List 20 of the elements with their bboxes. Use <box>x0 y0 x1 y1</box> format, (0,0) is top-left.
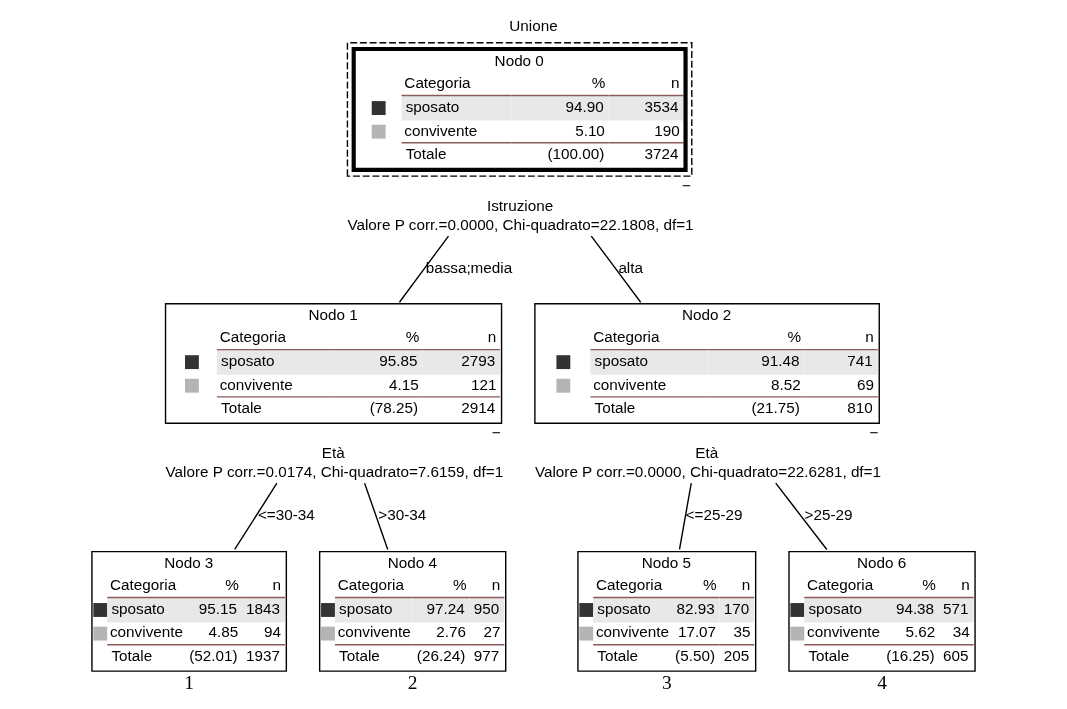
edge-label: alta <box>618 258 644 276</box>
node-label: Valore P corr.=0.0000, Chi-quadrato=22.6281, df=1 <box>534 463 882 481</box>
node-label: Istruzione <box>486 196 554 214</box>
diagram-title: Unione <box>509 17 558 35</box>
node-label: − <box>682 177 691 195</box>
edge-label: <=30-34 <box>257 506 315 524</box>
node-label: 2 <box>407 672 418 694</box>
node-label: 4 <box>877 672 887 694</box>
edge-label: >25-29 <box>804 506 853 524</box>
node-label: Valore P corr.=0.0000, Chi-quadrato=22.1808, df=1 <box>347 215 694 233</box>
edge-label: >30-34 <box>378 506 427 524</box>
node-label: Età <box>321 443 345 461</box>
node-label: 3 <box>661 672 672 694</box>
edge-label: bassa;media <box>425 258 513 276</box>
edge-label: <=25-29 <box>685 506 743 524</box>
node-label: − <box>491 424 501 442</box>
node-label: Età <box>695 443 719 461</box>
node-label: Valore P corr.=0.0174, Chi-quadrato=7.6159, df=1 <box>165 463 504 481</box>
node-label: − <box>869 424 879 442</box>
node-label: 1 <box>184 672 194 694</box>
